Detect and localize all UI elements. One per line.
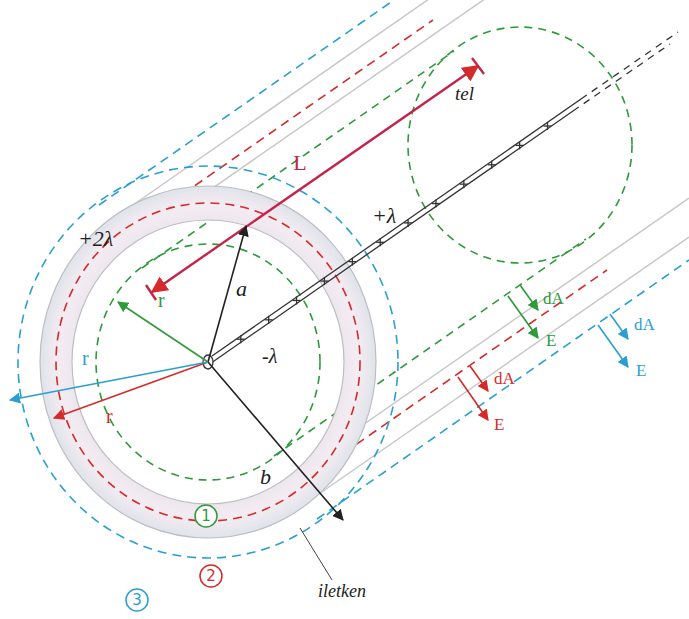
callout-number: 3 (132, 593, 142, 608)
callout-number: 2 (206, 569, 216, 584)
length-dimension (146, 58, 484, 300)
callout-number: 1 (201, 509, 211, 524)
dimension-label: r (82, 348, 89, 368)
shell-outline (110, 0, 689, 503)
vector-label: E (494, 416, 504, 433)
radius-r-green (118, 302, 208, 362)
dimension-label: r (106, 406, 113, 426)
dimension-label: b (260, 466, 271, 488)
callout-circle (195, 505, 217, 527)
dimension-label: L (293, 152, 306, 174)
flux-vectors-green (508, 285, 538, 338)
flux-vectors-red (458, 366, 488, 420)
vector-label: dA (494, 370, 515, 387)
part-label: tel (455, 84, 474, 103)
vector-label: dA (543, 290, 564, 307)
vector-label: E (636, 362, 646, 379)
dimension-label: r (158, 290, 165, 310)
dimension-label: a (236, 278, 247, 300)
callout-circle (126, 589, 148, 611)
wire (203, 32, 678, 369)
radius-r-blue (10, 362, 208, 400)
radius-b (208, 362, 343, 520)
gauss-surface-1 (142, 27, 632, 456)
charge-label: +λ (372, 205, 396, 227)
vector-label: dA (634, 316, 655, 333)
charge-label: -λ (262, 346, 277, 366)
leader-line (300, 528, 332, 580)
callout-circle (200, 565, 222, 587)
vector-label: E (546, 332, 556, 349)
charge-label: +2λ (78, 228, 113, 250)
wire-charges (237, 122, 552, 343)
flux-vectors-blue (598, 314, 628, 367)
part-label: iletken (318, 582, 366, 600)
radius-r-red (54, 362, 208, 418)
gauss-surface-3 (99, 0, 689, 519)
radius-a (208, 226, 246, 362)
